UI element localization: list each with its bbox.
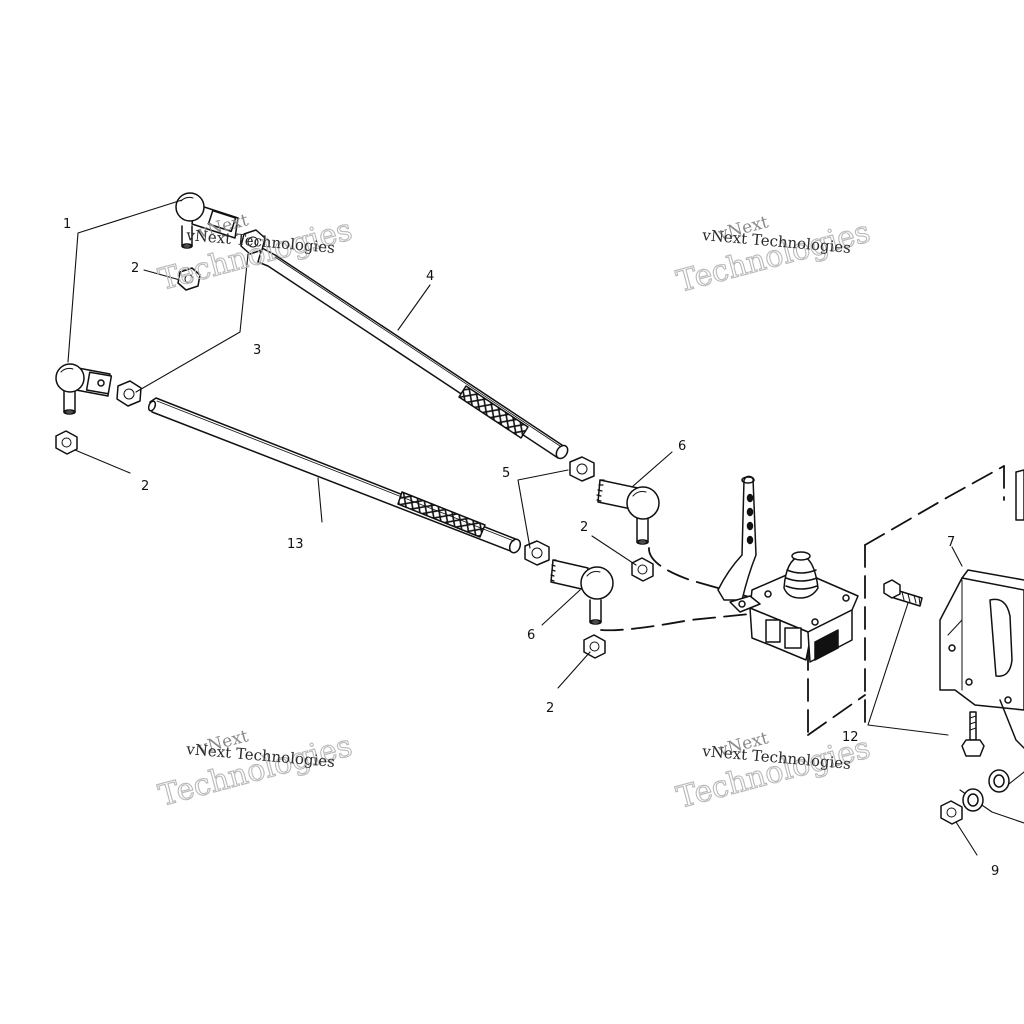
shifter-assembly [717, 475, 859, 663]
callout-3: 3 [253, 343, 261, 358]
callout-12: 12 [842, 730, 859, 745]
nut-9 [940, 800, 963, 825]
callout-2-lower: 2 [546, 701, 554, 716]
washer-1 [988, 769, 1010, 793]
callout-13: 13 [287, 537, 304, 552]
tie-rod-upper [257, 247, 569, 460]
bolt-lower [961, 711, 985, 757]
callout-1: 1 [63, 217, 71, 232]
mounting-bracket [939, 469, 1024, 749]
callout-9: 9 [991, 864, 999, 879]
washer-2 [962, 788, 984, 812]
bolt-upper [883, 579, 923, 607]
nut-3-lower [116, 380, 142, 407]
callout-5: 5 [502, 466, 510, 481]
callout-6-lower: 6 [527, 628, 535, 643]
callout-2-left: 2 [141, 479, 149, 494]
ball-joint-upper-left [175, 192, 239, 249]
nut-2-right-upper [631, 557, 654, 582]
callout-labels: 1 2 3 4 2 13 5 6 2 6 2 7 12 9 [63, 217, 999, 879]
callout-4: 4 [426, 269, 434, 284]
assembly-dashed-lines [600, 465, 1005, 736]
callout-7: 7 [947, 535, 955, 550]
nut-5-lower [524, 540, 550, 566]
ball-joint-right-upper [596, 479, 660, 545]
watermark-bottom-left: vNext Technologies vNext Technologies [154, 726, 356, 814]
leader-lines [67, 199, 1024, 856]
watermark-top-right: vNext Technologies vNext Technologies [672, 212, 874, 300]
ball-joint-left [55, 363, 113, 415]
callout-6-upper: 6 [678, 439, 686, 454]
callout-2-middle: 2 [580, 520, 588, 535]
watermark-top-left: vNext Technologies vNext Technologies [154, 210, 356, 298]
nut-2-upper [177, 267, 201, 291]
ball-joint-right-lower [550, 559, 614, 625]
callout-2-upper-left: 2 [131, 261, 139, 276]
nut-2-left [55, 430, 78, 455]
watermark-technologies: Technologies [155, 729, 356, 814]
nut-5-upper [569, 456, 595, 482]
tie-rod-lower [147, 397, 522, 554]
nut-3-upper [240, 229, 266, 255]
